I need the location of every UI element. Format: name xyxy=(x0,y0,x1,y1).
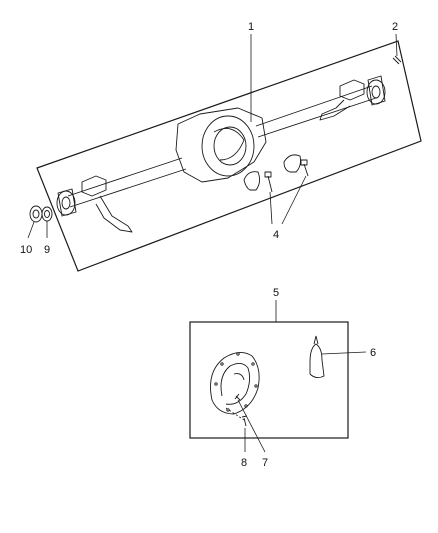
cover-kit-panel xyxy=(189,321,349,439)
fill-plug xyxy=(234,393,241,401)
vent-fitting xyxy=(392,55,402,65)
callout-7: 7 xyxy=(262,457,268,469)
bearing-cap-bolt-right xyxy=(303,163,309,177)
differential-housing xyxy=(175,107,267,183)
sealant-tube xyxy=(309,343,325,379)
leader-6 xyxy=(321,351,367,355)
left-spring-perch xyxy=(81,175,107,197)
leader-lines-upper xyxy=(27,33,398,239)
axle-housing-drawing xyxy=(29,55,402,233)
right-shock-bracket xyxy=(319,99,351,121)
callout-9: 9 xyxy=(44,244,50,256)
callout-2: 2 xyxy=(392,21,398,33)
bearing-cap-bolt-left xyxy=(267,175,273,193)
callout-4: 4 xyxy=(273,229,279,241)
leader-lines-lower xyxy=(225,351,367,453)
bearing-cap-right xyxy=(283,154,301,173)
axle-bearing-10 xyxy=(29,205,43,223)
bearing-cap-left xyxy=(243,171,261,191)
callout-8: 8 xyxy=(241,457,247,469)
leader-7 xyxy=(237,399,266,453)
cover-bolt xyxy=(241,415,248,427)
axle-assembly-panel xyxy=(36,40,422,272)
leader-10 xyxy=(27,221,35,239)
leader-4a xyxy=(269,191,273,225)
differential-cover-opening xyxy=(201,115,255,177)
callout-5: 5 xyxy=(273,287,279,299)
left-axle-flange-inner xyxy=(61,196,71,210)
axle-seal-9 xyxy=(41,206,53,222)
leader-2 xyxy=(395,33,398,57)
callout-10: 10 xyxy=(20,244,32,256)
left-shock-bracket xyxy=(95,195,133,233)
right-spring-perch xyxy=(339,79,365,101)
cover-kit-drawing xyxy=(210,335,325,427)
callout-1: 1 xyxy=(248,21,254,33)
axle-tube xyxy=(67,85,377,208)
right-axle-flange-inner xyxy=(371,85,381,99)
callout-6: 6 xyxy=(370,347,376,359)
leader-4b xyxy=(281,175,307,225)
differential-cover xyxy=(210,352,260,415)
